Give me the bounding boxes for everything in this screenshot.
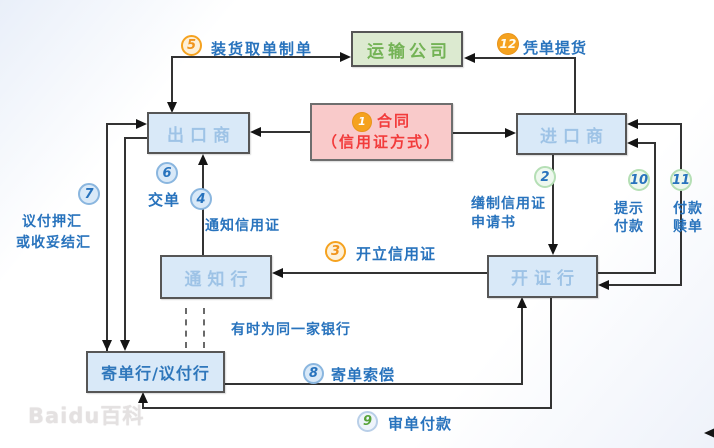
- arrowhead-left: [598, 280, 609, 290]
- flow-line-s9: [550, 298, 552, 409]
- flow-line-s5: [171, 57, 173, 104]
- flow-line-s8: [521, 306, 523, 385]
- contract-box: 1 合同 （信用证方式）: [310, 103, 453, 161]
- step-12-label: 凭单提货: [523, 39, 588, 57]
- node-transport-company: 运输公司: [351, 31, 463, 67]
- flow-line-s6: [124, 137, 147, 139]
- step-7-badge: 7: [78, 183, 100, 205]
- arrowhead-up: [138, 392, 148, 403]
- arrowhead-left: [464, 53, 475, 63]
- step-8-badge: 8: [303, 363, 324, 384]
- edge-arrow-fragment: [704, 428, 714, 438]
- step-6-label: 交单: [148, 191, 181, 209]
- step-5-badge: 5: [181, 35, 202, 56]
- node-advising-bank: 通知行: [160, 255, 272, 299]
- flow-line-s8: [225, 383, 523, 385]
- step-7-label-line1: 议付押汇: [22, 214, 82, 230]
- flow-line-s7: [106, 124, 108, 351]
- step-2-badge: 2: [534, 166, 556, 188]
- arrowhead-down: [167, 102, 177, 113]
- step-4-badge: 4: [190, 188, 212, 210]
- node-issuing-bank: 开证行: [487, 255, 598, 298]
- flow-line-s10: [637, 142, 656, 144]
- step-11-label-line2: 赎单: [673, 219, 703, 235]
- contract-title-row: 1 合同: [351, 111, 411, 132]
- flow-line-s11: [608, 284, 682, 286]
- same-bank-dashed-line: [185, 308, 187, 348]
- flow-line-s1: [259, 131, 310, 133]
- flow-line-s11: [680, 123, 682, 286]
- step-12-badge: 12: [497, 33, 519, 55]
- arrowhead-right: [136, 119, 147, 129]
- step-3-badge: 3: [325, 241, 346, 262]
- node-advising-bank-label: 通知行: [184, 269, 254, 290]
- step-2-label-line1: 缮制信用证: [471, 196, 546, 212]
- step-10-label-line2: 付款: [614, 219, 644, 235]
- arrowhead-left: [627, 138, 638, 148]
- arrowhead-up: [517, 297, 527, 308]
- step-5-label: 装货取单制单: [211, 40, 314, 58]
- node-issuing-bank-label: 开证行: [511, 269, 580, 289]
- flow-line-s5: [171, 56, 341, 58]
- node-exporter: 出口商: [147, 112, 250, 154]
- same-bank-dashed-line: [203, 308, 205, 348]
- arrowhead-down: [102, 340, 112, 351]
- node-importer: 进口商: [516, 113, 627, 155]
- same-bank-note: 有时为同一家银行: [231, 322, 351, 338]
- node-negotiating-bank: 寄单行/议付行: [86, 351, 225, 393]
- step-10-badge: 10: [628, 169, 650, 191]
- step-2-label-line2: 申请书: [471, 215, 516, 231]
- arrowhead-left: [627, 119, 638, 129]
- step-7-label-line2: 或收妥结汇: [16, 235, 91, 251]
- arrowhead-right: [505, 128, 516, 138]
- flow-line-s12: [473, 57, 576, 59]
- arrowhead-right: [340, 52, 351, 62]
- step-10-label-line1: 提示: [614, 201, 644, 217]
- flow-line-s2: [552, 155, 554, 246]
- contract-subtitle: （信用证方式）: [321, 133, 441, 151]
- step-9-label: 审单付款: [388, 415, 453, 433]
- step-8-label: 寄单索偿: [331, 366, 396, 384]
- node-transport-company-label: 运输公司: [367, 41, 451, 62]
- arrowhead-down: [120, 340, 130, 351]
- arrowhead-down: [548, 244, 558, 255]
- arrowhead-up: [198, 154, 208, 165]
- step-1-badge: 1: [351, 111, 372, 132]
- step-6-badge: 6: [156, 162, 178, 184]
- step-9-badge: 9: [357, 411, 378, 432]
- arrowhead-left: [250, 127, 261, 137]
- flow-line-s11: [637, 123, 682, 125]
- flow-line-s7: [106, 123, 137, 125]
- flow-line-s12: [574, 57, 576, 113]
- node-importer-label: 进口商: [540, 126, 609, 147]
- flow-line-s9: [142, 407, 552, 409]
- flow-line-s9: [142, 401, 144, 409]
- contract-title: 合同: [376, 112, 411, 130]
- flow-line-s10: [598, 272, 656, 274]
- step-4-label: 通知信用证: [205, 218, 280, 234]
- arrowhead-left: [272, 268, 283, 278]
- node-negotiating-bank-label: 寄单行/议付行: [101, 364, 210, 383]
- baidu-watermark: Baidu百科: [28, 404, 145, 428]
- node-exporter-label: 出口商: [167, 125, 236, 146]
- step-11-badge: 11: [670, 169, 692, 191]
- flow-line-s10: [654, 143, 656, 274]
- flow-line-s6: [124, 137, 126, 342]
- step-3-label: 开立信用证: [356, 245, 437, 263]
- step-11-label-line1: 付款: [673, 201, 703, 217]
- flow-line-s1: [453, 132, 506, 134]
- flow-line-s3: [282, 272, 487, 274]
